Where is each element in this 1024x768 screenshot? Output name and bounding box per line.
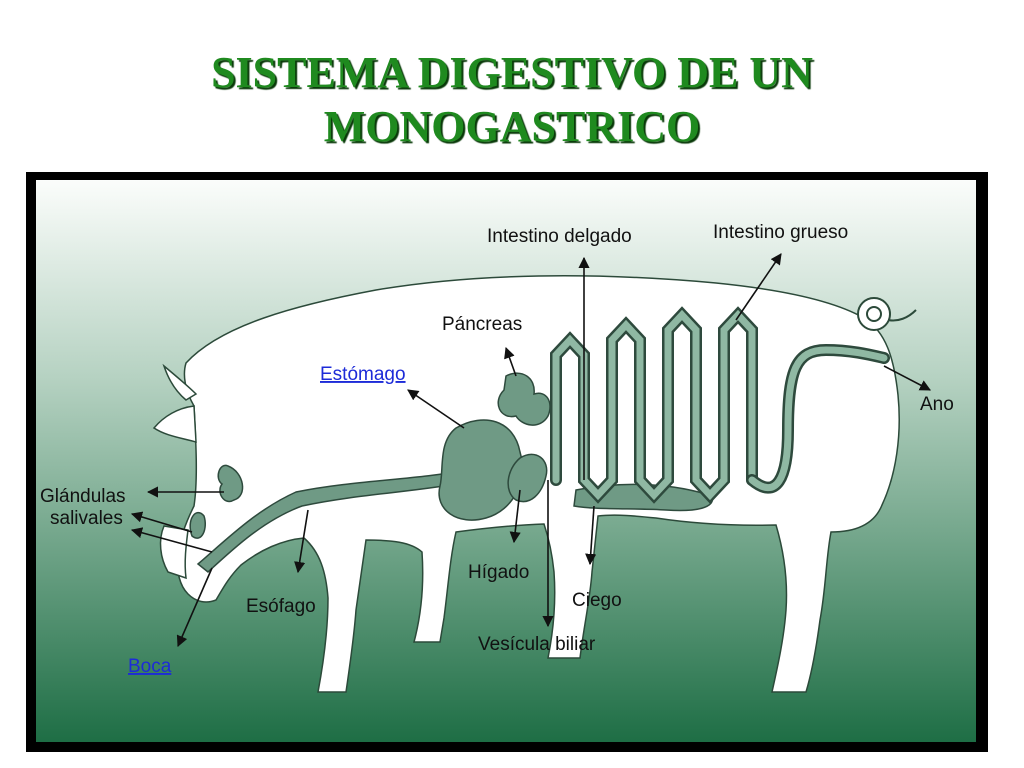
pointer-lines (130, 253, 931, 648)
pointer-pancreas (504, 346, 517, 377)
title-line-1: SISTEMA DIGESTIVO DE UN (211, 48, 813, 97)
pointer-estomago (407, 389, 465, 429)
label-boca[interactable]: Boca (128, 656, 172, 677)
label-esofago: Esófago (246, 596, 316, 617)
label-estomago[interactable]: Estómago (320, 364, 406, 385)
label-higado: Hígado (468, 562, 529, 583)
labels: Intestino delgado Intestino grueso Páncr… (40, 222, 954, 677)
label-vesicula-biliar: Vesícula biliar (478, 634, 596, 655)
pointer-glandulas-2 (130, 511, 193, 533)
digestive-organs (189, 372, 714, 573)
label-glandulas-line1: Glándulas (40, 486, 126, 507)
label-glandulas-line2: salivales (50, 508, 123, 529)
tail (857, 297, 917, 331)
label-intestino-grueso: Intestino grueso (713, 222, 848, 243)
large-intestine-inner (748, 346, 888, 492)
pointer-esofago (294, 509, 309, 574)
slide-title: SISTEMA DIGESTIVO DE UN MONOGASTRICO (0, 46, 1024, 154)
pointer-intestino-grueso (735, 253, 782, 321)
digestive-system-diagram: Intestino delgado Intestino grueso Páncr… (36, 180, 976, 742)
pointer-higado (509, 489, 521, 544)
label-ano: Ano (920, 394, 954, 415)
pointer-ciego (585, 505, 597, 566)
label-intestino-delgado: Intestino delgado (487, 226, 632, 247)
title-line-2: MONOGASTRICO (323, 102, 701, 151)
label-ciego: Ciego (572, 590, 622, 611)
label-pancreas: Páncreas (442, 314, 522, 335)
pointer-ano (883, 365, 931, 391)
pointer-boca (176, 567, 213, 648)
diagram-frame: Intestino delgado Intestino grueso Páncr… (26, 172, 988, 752)
pointer-glandulas-3 (130, 527, 213, 553)
